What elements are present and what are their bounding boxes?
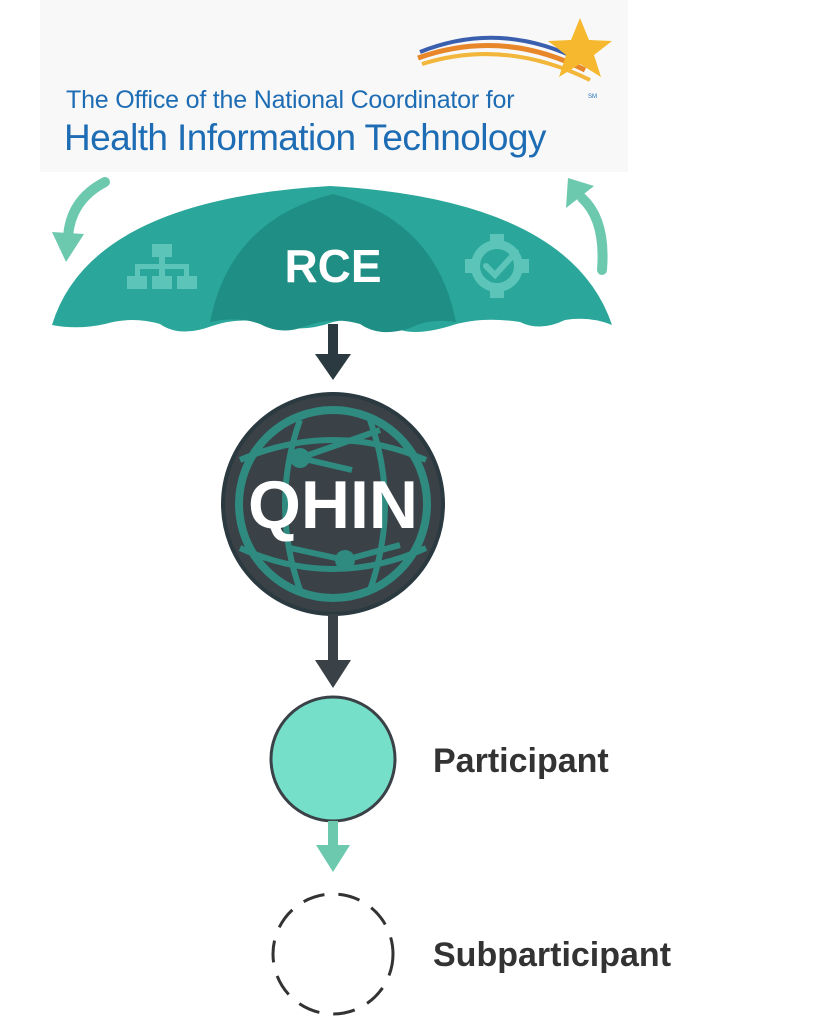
rce-umbrella: RCE (52, 186, 612, 333)
participant-label: Participant (433, 742, 609, 780)
star-icon (548, 18, 612, 77)
rce-label: RCE (284, 240, 381, 292)
subparticipant-label: Subparticipant (433, 936, 672, 974)
logo-line-1: The Office of the National Coordinator f… (66, 86, 515, 114)
trademark-mark: SM (588, 94, 597, 100)
participant-node (269, 695, 397, 823)
rainbow-star-graphic (417, 18, 612, 82)
org-chart-icon (127, 244, 197, 289)
qhin-node: QHIN (221, 392, 445, 616)
arrow-participant-to-subparticipant (316, 821, 350, 872)
onc-logo: The Office of the National Coordinator f… (40, 0, 628, 172)
arrow-rce-to-qhin (315, 324, 351, 380)
subparticipant-node (271, 892, 395, 1016)
network-globe-icon (235, 406, 431, 602)
left-cycle-arrow (52, 177, 110, 262)
arrow-qhin-to-participant (315, 614, 351, 688)
gear-check-icon (465, 234, 529, 298)
logo-line-2: Health Information Technology (64, 117, 546, 158)
right-cycle-arrow (566, 178, 608, 275)
qhin-label: QHIN (248, 467, 418, 543)
